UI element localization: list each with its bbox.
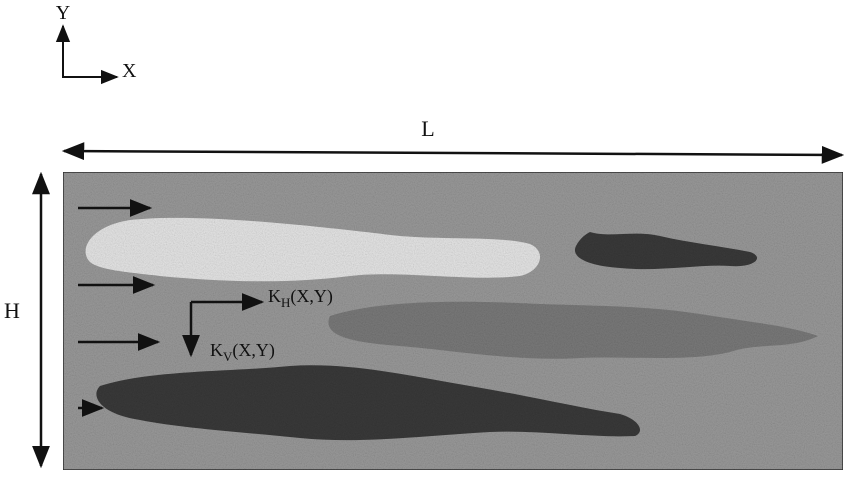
axis-indicator: Y X bbox=[56, 2, 137, 82]
length-arrow bbox=[64, 151, 842, 155]
height-dimension: H bbox=[4, 174, 41, 466]
height-label: H bbox=[4, 298, 20, 323]
reservoir-domain bbox=[63, 172, 843, 470]
length-label: L bbox=[421, 116, 434, 141]
x-axis-label: X bbox=[122, 60, 137, 82]
length-dimension: L bbox=[64, 116, 842, 155]
y-axis-label: Y bbox=[56, 2, 70, 24]
